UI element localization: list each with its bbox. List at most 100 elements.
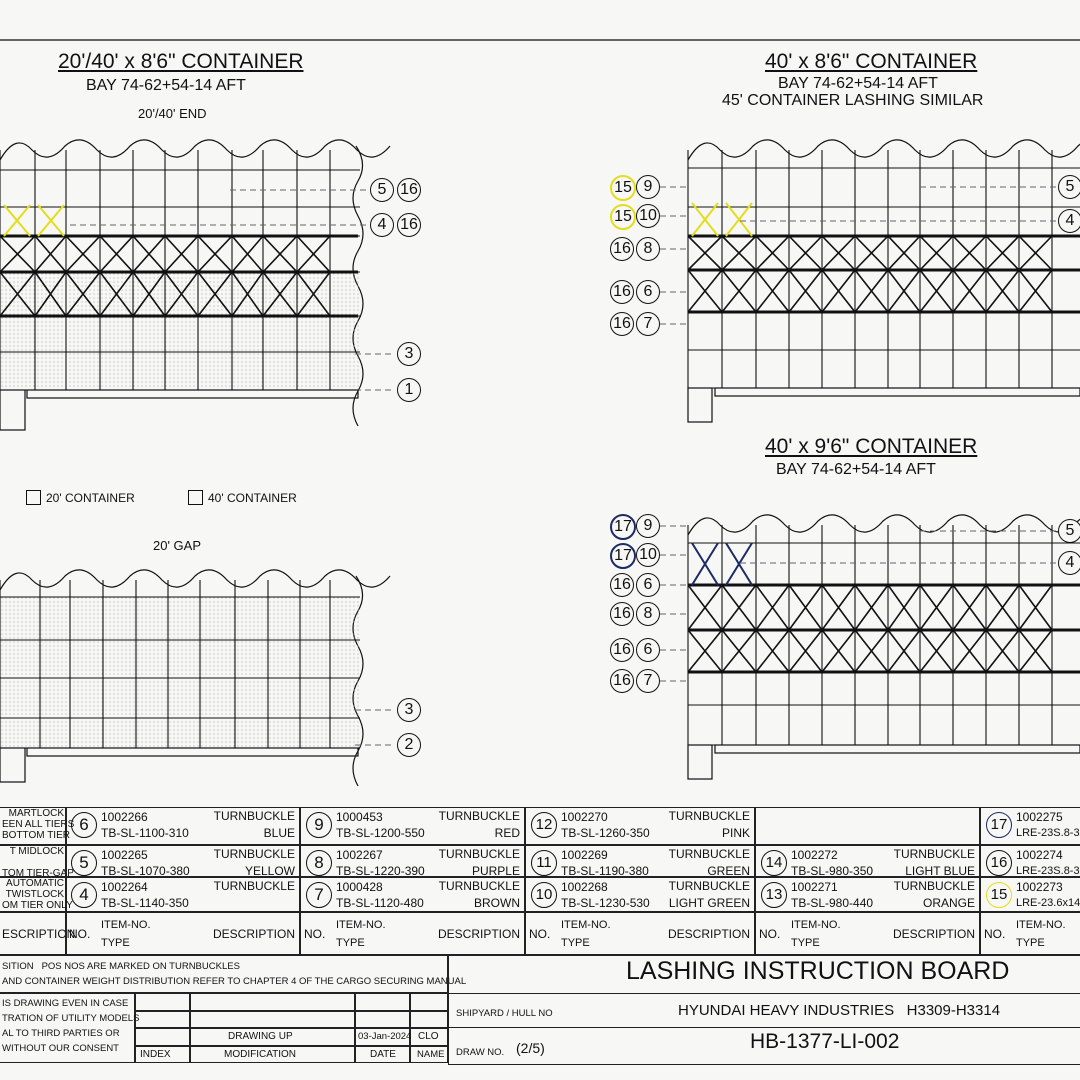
item-type: TB-SL-1220-390 <box>336 864 425 878</box>
part-cell <box>300 845 525 877</box>
revision-cell <box>410 1010 448 1028</box>
highlighted-lashing <box>3 204 31 237</box>
part-color: BLUE <box>263 826 295 840</box>
callout-4: 4 <box>1058 209 1080 233</box>
lashing-rod <box>985 584 1020 631</box>
part-cell <box>300 807 525 845</box>
callout-5: 5 <box>370 178 394 202</box>
part-number-badge: 10 <box>531 882 557 908</box>
shipyard-label: SHIPYARD / HULL NO <box>456 1008 553 1019</box>
callout-9: 9 <box>636 514 660 538</box>
drawing-a-subtitle: BAY 74-62+54-14 AFT <box>86 77 246 94</box>
part-description: TURNBUCKLE <box>438 809 520 823</box>
item-type: TB-SL-980-350 <box>791 864 874 878</box>
header-type: TYPE <box>336 937 365 949</box>
note-weight-distribution: AND CONTAINER WEIGHT DISTRIBUTION REFER … <box>2 976 467 987</box>
header-description: DESCRIPTION <box>892 927 975 941</box>
shipyard-value: HYUNDAI HEAVY INDUSTRIES H3309-H3314 <box>678 1002 1001 1019</box>
lashing-rod <box>755 584 790 631</box>
drawing-number: HB-1377-LI-002 <box>750 1030 900 1053</box>
base-rail <box>26 389 359 399</box>
hatch-coaming <box>687 387 713 423</box>
lashing-rod <box>687 584 723 631</box>
drawing-a-caption: 20'/40' END <box>138 106 207 121</box>
revision-cell <box>410 1028 448 1046</box>
lashing-rod <box>887 269 921 313</box>
part-number-badge: 6 <box>71 812 97 838</box>
wavy-top-edge <box>0 139 391 161</box>
callout-7: 7 <box>636 312 660 336</box>
part-number-badge: 13 <box>761 882 787 908</box>
lashing-rod <box>887 584 921 631</box>
item-type: TB-SL-1230-530 <box>561 896 650 910</box>
callout-5: 5 <box>1058 175 1080 199</box>
item-number: 1002264 <box>101 880 148 894</box>
item-number: 1002273 <box>1016 880 1063 894</box>
lashing-rod <box>755 235 790 271</box>
part-cell <box>980 845 1080 877</box>
diagram-40ft-96-container <box>650 514 1080 780</box>
part-color: PINK <box>721 826 750 840</box>
lashing-rod <box>721 235 757 271</box>
callout-6: 6 <box>636 638 660 662</box>
part-description: TURNBUCKLE <box>213 847 295 861</box>
hatch-coaming <box>0 389 26 431</box>
callout-16: 16 <box>610 638 634 662</box>
lashing-rod <box>985 269 1020 313</box>
lashing-rod <box>919 629 954 673</box>
header-description: DESCRIPTION <box>212 927 295 941</box>
board-title: LASHING INSTRUCTION BOARD <box>626 957 1010 985</box>
part-number-badge: 16 <box>986 850 1012 876</box>
callout-16: 16 <box>610 312 634 336</box>
lashing-rod <box>755 629 790 673</box>
callout-17: 17 <box>610 543 636 569</box>
part-cell <box>525 807 755 845</box>
part-cell <box>980 877 1080 912</box>
lashing-rod <box>854 584 889 631</box>
callout-2: 2 <box>397 733 421 757</box>
callout-10: 10 <box>636 543 660 567</box>
revision-cell <box>190 1010 355 1028</box>
legal-notice: AL TO THIRD PARTIES OR <box>2 1028 120 1039</box>
highlighted-lashing <box>725 542 753 586</box>
lashing-rod <box>687 269 723 313</box>
item-number: 1002274 <box>1016 848 1063 862</box>
part-color: YELLOW <box>244 864 295 878</box>
divider <box>448 993 1080 994</box>
lashing-rod <box>164 235 199 273</box>
item-number: 1002269 <box>561 848 608 862</box>
description-cell <box>0 845 67 877</box>
callout-16: 16 <box>397 213 421 237</box>
wavy-top-edge <box>687 139 1080 161</box>
lashing-rod <box>788 629 823 673</box>
revision-cell <box>135 993 190 1011</box>
header-no: NO. <box>69 927 91 941</box>
header-index: INDEX <box>140 1049 171 1060</box>
part-cell <box>300 877 525 912</box>
part-description: TURNBUCKLE <box>668 847 750 861</box>
part-color: LIGHT GREEN <box>668 896 750 910</box>
lashing-rod <box>821 629 856 673</box>
item-type: LRE-23S.8-3x15 <box>1016 827 1080 839</box>
lashing-rod <box>34 235 67 273</box>
item-number: 1002268 <box>561 880 608 894</box>
item-type: TB-SL-1120-480 <box>336 896 424 910</box>
lashing-rod <box>952 269 987 313</box>
legal-box <box>0 993 135 1063</box>
part-cell <box>65 807 300 845</box>
lashing-rod <box>296 235 331 273</box>
revision-name: CLO <box>418 1031 439 1042</box>
base-rail <box>714 387 1080 397</box>
highlighted-lashing <box>691 542 719 586</box>
base-rail <box>26 747 359 757</box>
fitting-description: BOTTOM TIER <box>2 830 70 841</box>
item-number: 1002265 <box>101 848 148 862</box>
lashing-rod <box>854 235 889 271</box>
hatch-coaming <box>0 747 26 783</box>
lashing-rod <box>0 235 36 273</box>
item-number: 1002266 <box>101 810 148 824</box>
part-cell <box>755 877 980 912</box>
lashing-rod <box>34 271 67 317</box>
legend-20ft-swatch <box>26 490 41 505</box>
